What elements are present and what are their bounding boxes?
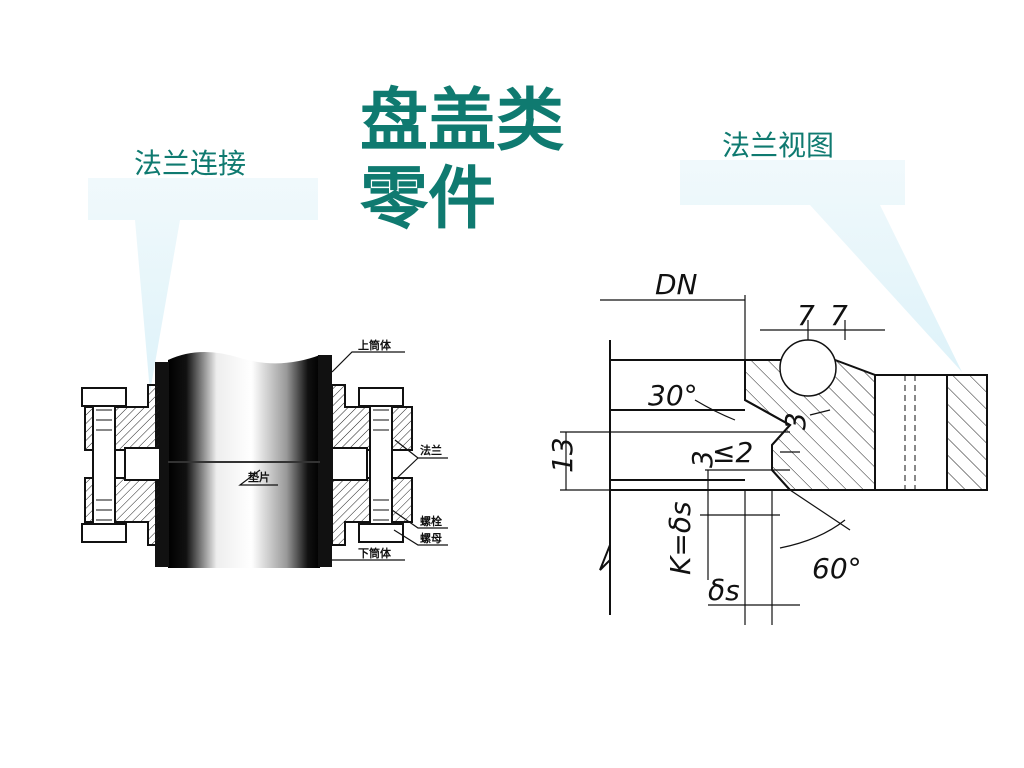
bolt-right bbox=[358, 387, 404, 543]
label-lower-body: 下筒体 bbox=[358, 546, 392, 560]
dim-angle-30: 30° bbox=[648, 379, 698, 412]
dim-angle-60: 60° bbox=[812, 552, 862, 585]
dim-13: 13 bbox=[546, 437, 579, 473]
dim-3-b: 3 bbox=[686, 450, 719, 468]
label-flange: 法兰 bbox=[420, 443, 442, 457]
dim-k-delta-s: K=δs bbox=[664, 501, 697, 575]
label-gasket: 垫片 bbox=[248, 470, 270, 484]
callout-flange-connection: 法兰连接 bbox=[134, 147, 247, 180]
label-nut: 螺母 bbox=[420, 531, 442, 545]
dimension-text: DN 7 7 30° 3 3 ≤2 13 K=δs 60° δs bbox=[546, 268, 862, 607]
label-bolt: 螺栓 bbox=[420, 514, 442, 528]
callout-flange-view: 法兰视图 bbox=[722, 129, 835, 162]
dim-3-a: 3 bbox=[779, 412, 812, 430]
dimension-lines bbox=[560, 295, 885, 625]
flange-section bbox=[599, 339, 988, 615]
dim-le-2: ≤2 bbox=[712, 436, 753, 469]
dim-dn: DN bbox=[655, 268, 698, 301]
dim-7-b: 7 bbox=[830, 299, 848, 332]
leader-lines bbox=[238, 351, 448, 561]
part-labels: 上筒体 法兰 垫片 螺栓 螺母 下筒体 bbox=[248, 338, 442, 560]
title-line-2: 零件 bbox=[360, 159, 497, 239]
bolt-left bbox=[81, 387, 127, 543]
slide-title: 盘盖类 零件 bbox=[360, 82, 590, 238]
callout-balloon-right bbox=[680, 160, 962, 372]
label-upper-body: 上筒体 bbox=[358, 338, 392, 352]
title-line-1: 盘盖类 bbox=[360, 81, 565, 161]
dim-7-a: 7 bbox=[797, 299, 815, 332]
dim-delta-s: δs bbox=[708, 574, 740, 607]
callout-balloon-left bbox=[88, 178, 318, 392]
